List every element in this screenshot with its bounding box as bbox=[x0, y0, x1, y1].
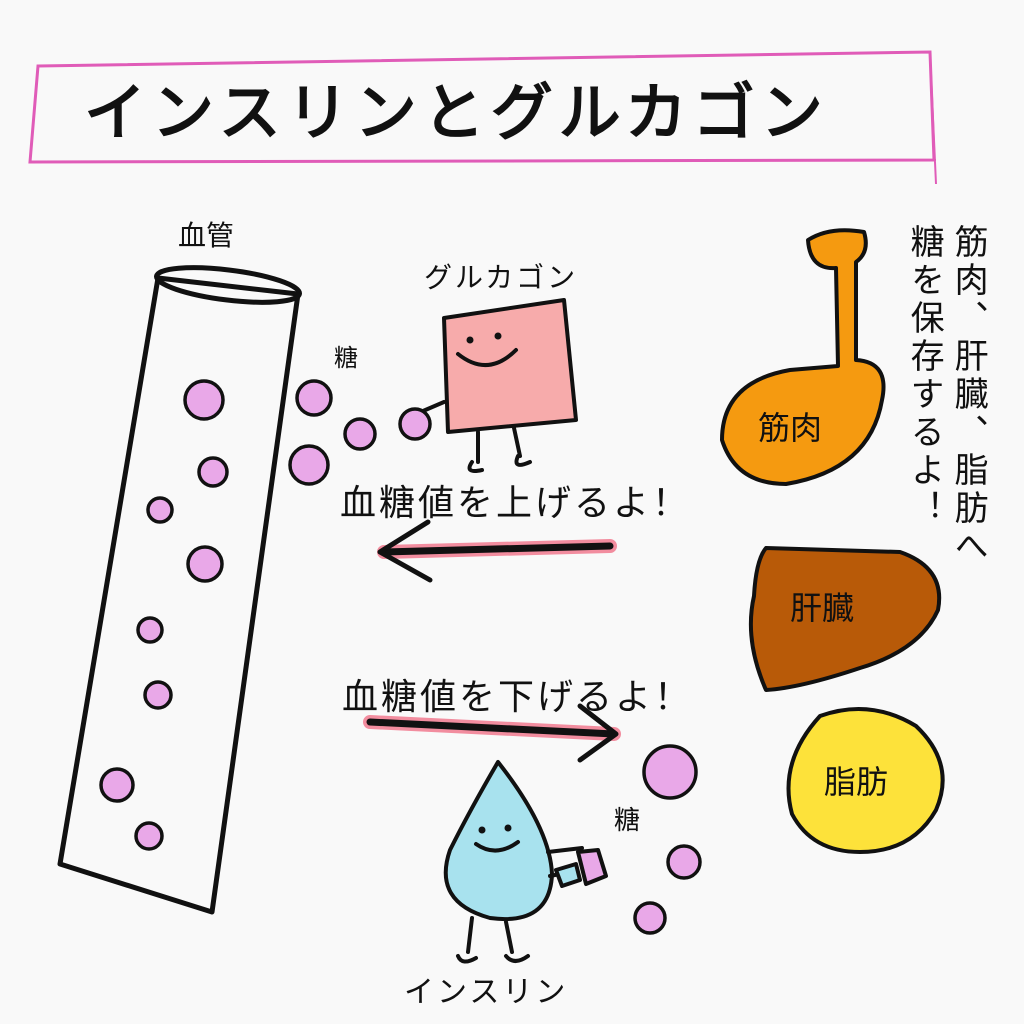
glucagon-label: グルカゴン bbox=[424, 261, 579, 294]
vessel-sugar-group bbox=[99, 379, 229, 851]
sugar-particle bbox=[143, 680, 173, 710]
blood-vessel-label: 血管 bbox=[178, 219, 235, 252]
insulin-label: インスリン bbox=[404, 975, 569, 1010]
sugar-particle bbox=[633, 901, 667, 935]
fat-label: 脂肪 bbox=[824, 763, 889, 801]
lower-blood-sugar-text: 血糖値を下げるよ！ bbox=[342, 677, 694, 718]
sugar-particle bbox=[186, 545, 224, 583]
fat-icon bbox=[786, 706, 945, 854]
sugar-label-top: 糖 bbox=[334, 344, 358, 372]
sugar-particle bbox=[295, 379, 333, 417]
raise-arrow-icon bbox=[377, 519, 617, 583]
page-title: インスリンとグルカゴン bbox=[84, 76, 829, 149]
liver-icon bbox=[748, 546, 942, 692]
glucagon-character-icon bbox=[398, 298, 578, 473]
glucagon-sugar-group bbox=[288, 379, 377, 486]
blood-vessel-icon bbox=[57, 265, 302, 915]
sugar-particle bbox=[666, 844, 702, 880]
title-frame bbox=[28, 50, 937, 185]
sugar-particle bbox=[288, 444, 330, 486]
liver-label: 肝臓 bbox=[790, 589, 855, 627]
sugar-particle bbox=[197, 456, 229, 488]
lower-arrow-icon bbox=[363, 703, 621, 763]
sugar-particle bbox=[134, 821, 164, 851]
sugar-particle bbox=[642, 744, 698, 800]
raise-blood-sugar-text: 血糖値を上げるよ！ bbox=[340, 483, 692, 524]
insulin-character-icon bbox=[443, 760, 608, 964]
sugar-particle bbox=[146, 496, 174, 524]
sugar-particle bbox=[136, 616, 164, 644]
storage-text-line1: 筋肉、肝臓、脂肪へ bbox=[948, 224, 989, 566]
sugar-particle bbox=[343, 417, 377, 451]
insulin-sugar-group bbox=[633, 744, 702, 935]
sugar-label-bottom: 糖 bbox=[614, 806, 641, 836]
sugar-particle bbox=[183, 379, 225, 421]
storage-text-line2: 糖を保存するよ！ bbox=[904, 224, 945, 528]
muscle-icon bbox=[720, 228, 886, 486]
sugar-particle bbox=[99, 767, 135, 803]
muscle-label: 筋肉 bbox=[758, 409, 823, 447]
